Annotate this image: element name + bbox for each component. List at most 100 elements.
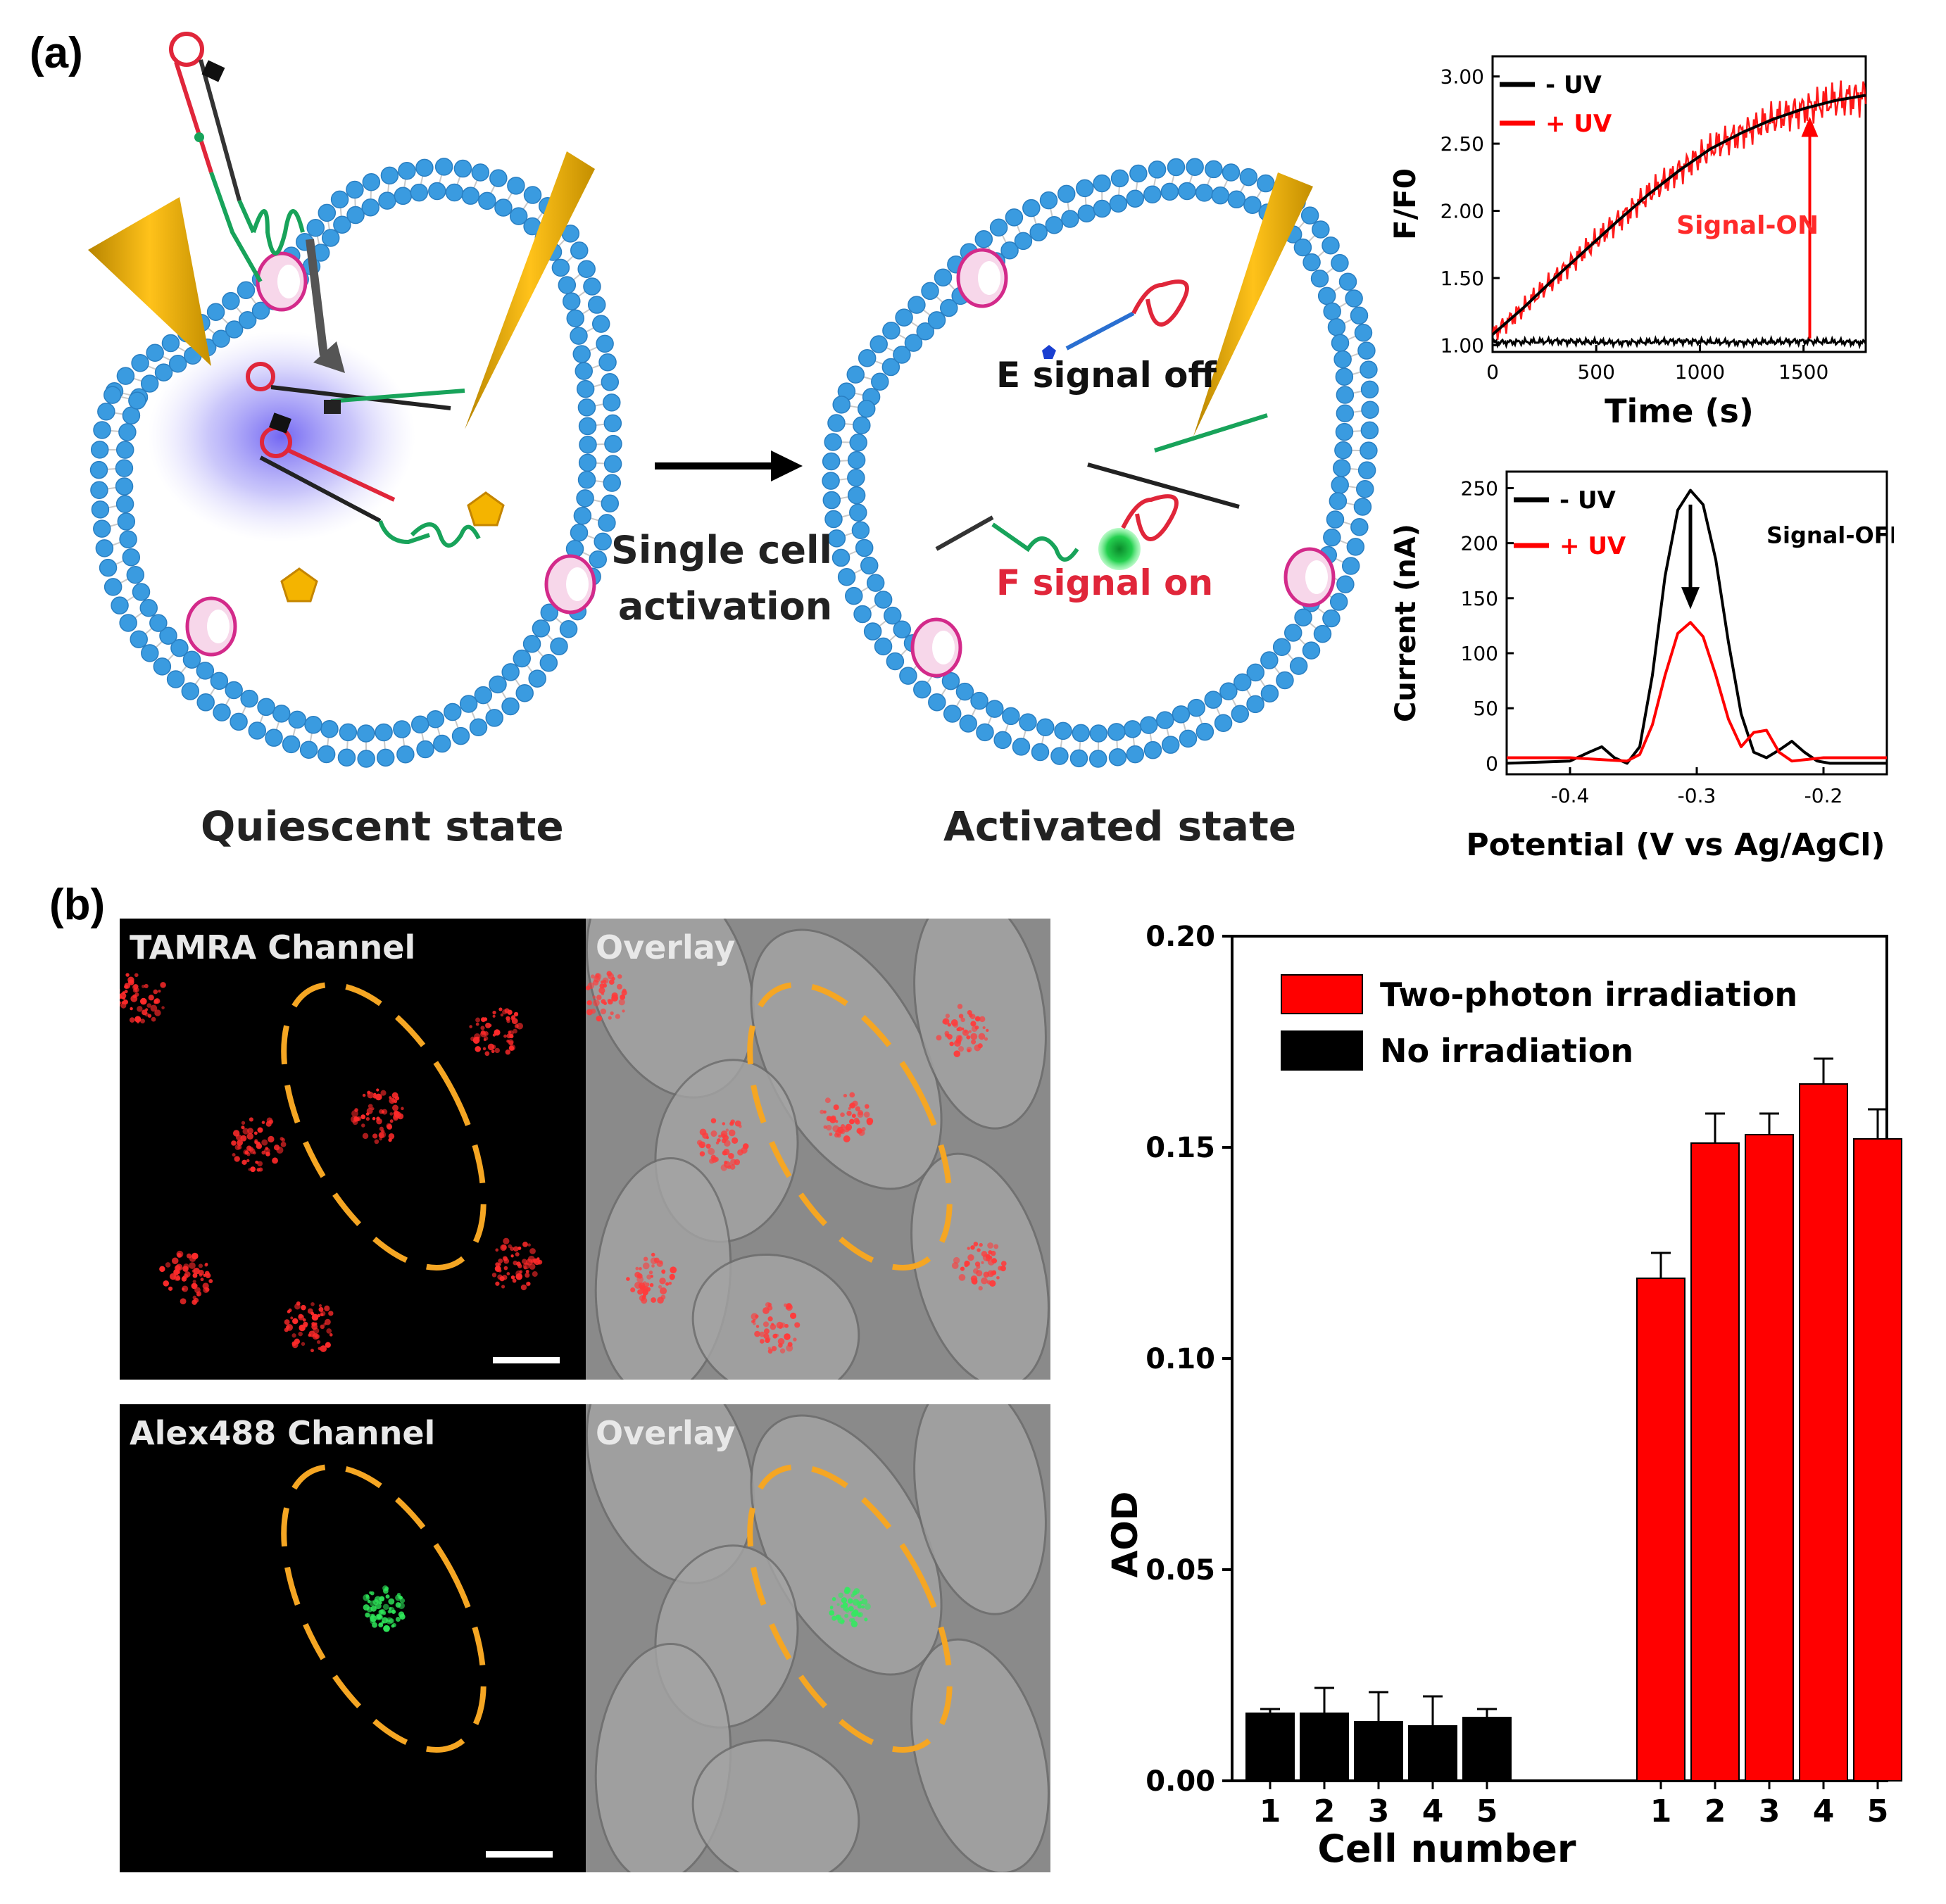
overlay-image-bottom: Overlay	[586, 1404, 1050, 1872]
y-tick-label: 0	[1486, 752, 1498, 775]
activated-probes	[935, 279, 1268, 562]
legend-label: + UV	[1559, 532, 1626, 560]
y-tick-label: 0.15	[1145, 1132, 1215, 1164]
overlay-top-content	[586, 919, 1050, 1380]
overlay-label-bottom: Overlay	[596, 1414, 736, 1452]
legend-label: - UV	[1559, 486, 1617, 515]
series-minus-uv	[1506, 488, 1887, 765]
series-plus-uv	[1491, 80, 1867, 340]
noisy-trace	[1491, 80, 1867, 340]
x-tick-label: -0.4	[1551, 784, 1590, 807]
signal-on-arrowhead	[1801, 116, 1819, 137]
alex488-label: Alex488 Channel	[130, 1414, 436, 1452]
bar	[1462, 1717, 1512, 1782]
bar	[1690, 1142, 1740, 1782]
x-tick-label: 2	[1705, 1793, 1726, 1829]
x-tick-label: 5	[1476, 1793, 1498, 1829]
x-tick-label: 500	[1577, 360, 1614, 384]
bar	[1799, 1083, 1848, 1782]
y-axis-label: AOD	[1105, 1492, 1145, 1578]
bar	[1300, 1713, 1349, 1782]
y-tick-label: 1.00	[1440, 334, 1484, 357]
y-tick-label: 50	[1473, 697, 1498, 720]
x-tick-label: -0.2	[1804, 784, 1843, 807]
tamra-channel-image: TAMRA Channel	[120, 919, 586, 1380]
bar	[1245, 1713, 1295, 1782]
series-plus-uv	[1507, 621, 1887, 763]
fluorescence-glow	[1098, 528, 1141, 570]
x-tick-label: 0	[1486, 360, 1499, 384]
y-tick-label: 3.00	[1440, 65, 1484, 89]
legend-label: + UV	[1545, 110, 1612, 138]
x-tick-label: 1500	[1778, 360, 1828, 384]
y-tick-label: 2.00	[1440, 200, 1484, 223]
y-axis-label: Current (nA)	[1390, 524, 1422, 722]
micropipette-left	[465, 151, 595, 429]
selected-cell-outline	[281, 982, 486, 1271]
y-tick-label: 2.50	[1440, 132, 1484, 156]
legend-swatch	[1281, 974, 1363, 1014]
plot-frame	[1505, 470, 1888, 776]
activated-cell	[822, 158, 1379, 768]
activated-caption: Activated state	[943, 802, 1297, 850]
series-minus-uv	[1491, 334, 1867, 350]
e-signal-text: E signal off	[996, 355, 1217, 396]
tamra-label: TAMRA Channel	[130, 928, 416, 966]
bar	[1408, 1725, 1457, 1782]
x-tick-label: -0.3	[1678, 784, 1716, 807]
y-tick-label: 0.05	[1145, 1554, 1215, 1587]
tamra-image-content	[120, 973, 560, 1363]
overlay-bottom-content	[586, 1404, 1050, 1872]
x-axis-label: Cell number	[1317, 1827, 1576, 1871]
bar	[1745, 1134, 1794, 1782]
y-tick-label: 1.50	[1440, 267, 1484, 290]
fit-line	[1491, 94, 1866, 336]
bar	[1853, 1138, 1902, 1782]
quiescent-cell	[89, 158, 622, 768]
x-tick-label: 1	[1650, 1793, 1672, 1829]
alex488-channel-image: Alex488 Channel	[120, 1404, 586, 1872]
y-tick-label: 150	[1461, 587, 1498, 610]
schematic-illustration: E signal off F signal on Single cell act…	[88, 32, 1379, 768]
panel-a-label: (a)	[30, 29, 83, 77]
x-tick-label: 5	[1867, 1793, 1889, 1829]
bar	[1354, 1721, 1403, 1782]
y-tick-label: 0.10	[1145, 1343, 1215, 1375]
signal-on-annotation: Signal-ON	[1676, 211, 1819, 240]
x-tick-label: 1000	[1675, 360, 1725, 384]
noisy-trace	[1491, 334, 1867, 350]
bar	[1636, 1278, 1686, 1782]
probe-outside	[169, 32, 305, 283]
x-tick-label: 1	[1260, 1793, 1281, 1829]
signal-off-annotation: Signal-OFF	[1766, 522, 1894, 549]
y-tick-label: 0.20	[1145, 921, 1215, 953]
panel-b-label: (b)	[49, 881, 106, 929]
quiescent-caption: Quiescent state	[201, 802, 564, 850]
legend-label: - UV	[1545, 71, 1602, 99]
fluorescence-chart: 1.00 1.50 2.00 2.50 3.00 0 500 1000 1500 - UV + UV…	[1388, 55, 1867, 430]
f-signal-text: F signal on	[996, 562, 1213, 603]
signal-off-arrowhead	[1681, 587, 1700, 610]
irradiation-glow	[148, 331, 415, 542]
photocage-lock	[201, 60, 225, 82]
activation-text-line1: Single cell	[611, 528, 832, 572]
y-tick-label: 0.00	[1145, 1765, 1215, 1798]
alex488-image-content	[281, 1464, 553, 1858]
y-tick-label: 100	[1461, 642, 1498, 665]
legend-label: Two-photon irradiation	[1380, 976, 1797, 1014]
scale-bar	[493, 1357, 560, 1363]
activation-text-line2: activation	[618, 584, 832, 629]
legend-label: No irradiation	[1380, 1032, 1633, 1070]
x-tick-label: 3	[1368, 1793, 1390, 1829]
x-tick-label: 4	[1422, 1793, 1444, 1829]
x-tick-label: 3	[1759, 1793, 1781, 1829]
left-electrode	[88, 197, 211, 366]
y-axis-label: F/F0	[1388, 168, 1422, 240]
x-tick-label: 4	[1813, 1793, 1835, 1829]
y-tick-label: 250	[1461, 477, 1498, 500]
overlay-label-top: Overlay	[596, 928, 736, 966]
x-axis-label: Potential (V vs Ag/AgCl)	[1466, 827, 1885, 863]
micropipette-right	[1193, 172, 1313, 436]
